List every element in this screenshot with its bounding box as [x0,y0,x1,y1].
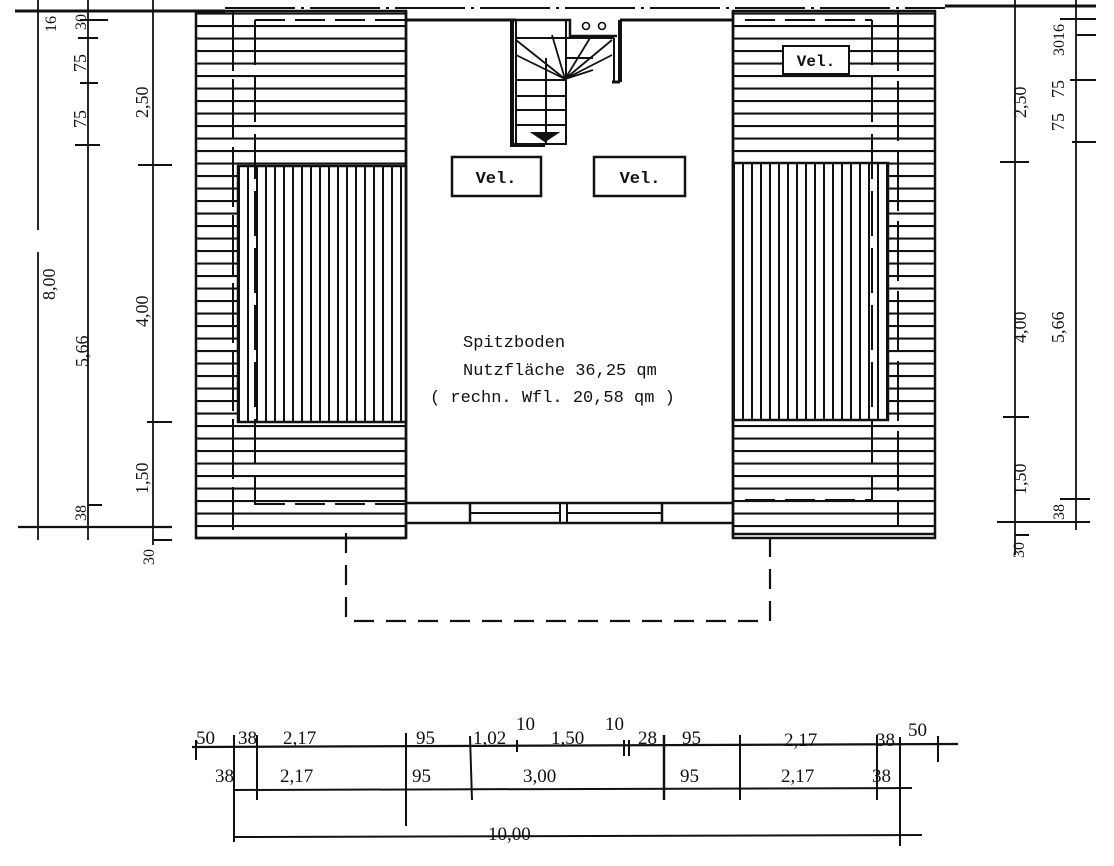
svg-text:2,50: 2,50 [1010,87,1030,119]
svg-text:Vel.: Vel. [620,170,661,189]
svg-text:75: 75 [70,54,90,72]
svg-text:75: 75 [1048,80,1068,98]
svg-text:3016: 3016 [1051,24,1068,56]
svg-text:38: 38 [238,728,257,749]
bottom-wall-window [196,501,935,540]
skylight-right: Vel. [592,155,687,198]
left-roof-section [194,9,408,540]
svg-text:10,00: 10,00 [488,824,531,845]
bottom-dimension-labels: 50 38 2,17 95 1,02 10 1,50 10 28 95 2,17… [196,714,927,845]
svg-text:1,50: 1,50 [1010,464,1030,496]
staircase [510,18,622,147]
room-label: Spitzboden Nutzfläche 36,25 qm ( rechn. … [430,334,675,408]
svg-text:75: 75 [70,110,90,128]
svg-text:16: 16 [43,16,60,32]
svg-text:2,50: 2,50 [132,87,152,119]
svg-text:3,00: 3,00 [523,766,556,787]
svg-text:Vel.: Vel. [476,170,517,189]
right-dimension-labels: 2,50 4,00 1,50 30 3016 75 75 5,66 38 [1010,24,1068,558]
right-dimensions [997,0,1096,555]
svg-text:2,17: 2,17 [784,730,817,751]
svg-text:4,00: 4,00 [1010,312,1030,344]
balcony-outline [344,527,772,623]
svg-text:1,50: 1,50 [132,463,152,495]
svg-text:2,17: 2,17 [781,766,814,787]
svg-text:Spitzboden: Spitzboden [463,334,565,353]
svg-text:95: 95 [412,766,431,787]
svg-text:50: 50 [196,728,215,749]
svg-text:Vel.: Vel. [797,53,835,71]
svg-text:30: 30 [1011,542,1028,558]
right-roof-section: Vel. [731,9,937,540]
svg-text:2,17: 2,17 [283,728,316,749]
svg-text:95: 95 [680,766,699,787]
svg-text:38: 38 [872,766,891,787]
svg-text:38: 38 [876,730,895,751]
svg-text:30: 30 [73,14,90,30]
svg-text:Nutzfläche 36,25 qm: Nutzfläche 36,25 qm [463,362,657,381]
svg-text:75: 75 [1048,113,1068,131]
left-dimensions [18,0,172,545]
svg-text:95: 95 [416,728,435,749]
svg-text:2,17: 2,17 [280,766,313,787]
svg-text:28: 28 [638,728,657,749]
svg-text:1,50: 1,50 [551,728,584,749]
svg-text:10: 10 [605,714,624,735]
svg-text:1,02: 1,02 [473,728,506,749]
skylight-east: Vel. [782,45,850,75]
top-edge [15,4,1096,13]
svg-text:4,00: 4,00 [132,296,152,328]
skylight-left: Vel. [450,155,543,198]
central-room [404,11,735,538]
svg-text:8,00: 8,00 [39,269,59,301]
bottom-dimensions [191,733,959,846]
svg-text:30: 30 [141,549,158,565]
svg-text:5,66: 5,66 [1048,312,1068,344]
svg-text:38: 38 [73,505,90,521]
svg-text:50: 50 [908,720,927,741]
left-dimension-labels: 8,00 5,66 16 30 75 75 38 2,50 4,00 1,50 … [39,14,158,565]
svg-text:95: 95 [682,728,701,749]
svg-text:5,66: 5,66 [72,336,92,368]
svg-text:( rechn. Wfl. 20,58 qm ): ( rechn. Wfl. 20,58 qm ) [430,389,675,408]
svg-text:10: 10 [516,714,535,735]
svg-text:38: 38 [215,766,234,787]
svg-text:38: 38 [1051,504,1068,520]
